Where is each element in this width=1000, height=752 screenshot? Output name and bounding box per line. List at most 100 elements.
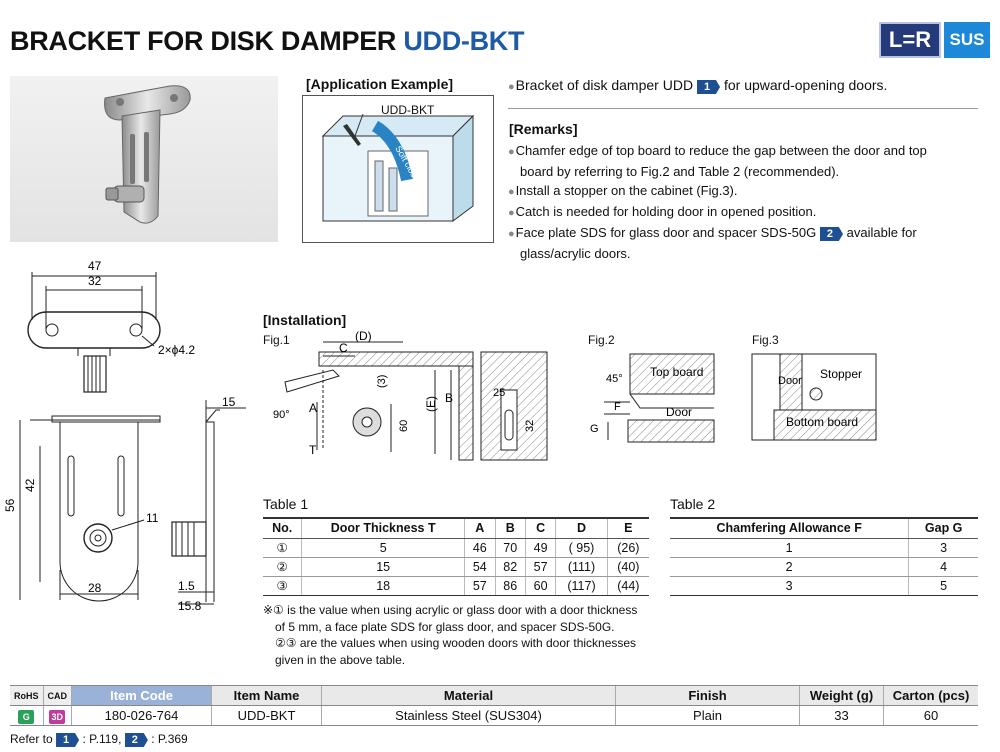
refer-page: : P.119, xyxy=(82,732,122,746)
col-header: B xyxy=(494,517,526,539)
dim-c: C xyxy=(339,341,348,355)
remark-item: ●Install a stopper on the cabinet (Fig.3… xyxy=(508,181,980,202)
bullet-icon: ● xyxy=(508,207,515,219)
dim-15: 15 xyxy=(222,395,236,409)
cell: 57 xyxy=(524,557,556,577)
rohs-icon: G xyxy=(18,709,35,724)
fig2-drawing: 45° Top board F G Door xyxy=(590,353,715,443)
dim-25: 25 xyxy=(493,387,505,399)
cell: ① xyxy=(263,538,302,558)
cell: 5 xyxy=(301,538,465,558)
bullet-icon: ● xyxy=(508,228,515,240)
note-line: ※① is the value when using acrylic or gl… xyxy=(263,603,638,617)
intro-line: ●Bracket of disk damper UDD 1 for upward… xyxy=(508,76,887,97)
sus-badge: SUS xyxy=(944,22,990,58)
col-header: C xyxy=(524,517,556,539)
cell: 18 xyxy=(301,576,465,596)
cell: (44) xyxy=(606,576,649,596)
dim-32-fig1: 32 xyxy=(524,420,536,432)
refer-line: Refer to 1 : P.119, 2 : P.369 xyxy=(10,732,188,747)
note-line: given in the above table. xyxy=(275,652,406,667)
table2-header-row: Chamfering Allowance F Gap G xyxy=(670,517,978,539)
fig1-label: Fig.1 xyxy=(263,333,290,347)
fig2-angle: 45° xyxy=(606,373,623,385)
lr-badge: L=R xyxy=(879,22,941,58)
col-header: Chamfering Allowance F xyxy=(670,517,909,539)
remark-text: Install a stopper on the cabinet (Fig.3)… xyxy=(515,183,738,198)
col-header: E xyxy=(606,517,649,539)
remarks-list: ●Chamfer edge of top board to reduce the… xyxy=(508,141,980,263)
item-name-header: Item Name xyxy=(211,685,322,706)
intro-text: Bracket of disk damper UDD xyxy=(515,77,694,93)
dim-a: A xyxy=(309,401,317,415)
finish-cell: Plain xyxy=(615,705,800,726)
remark-item: ●Catch is needed for holding door in ope… xyxy=(508,202,980,223)
dim-3: (3) xyxy=(376,375,388,388)
cell: (40) xyxy=(606,557,649,577)
remark-item: ●Face plate SDS for glass door and space… xyxy=(508,223,980,244)
page-ref-badge[interactable]: 1 xyxy=(56,733,80,747)
dim-28: 28 xyxy=(88,581,102,595)
fig2-f: F xyxy=(614,401,621,413)
page-ref-badge[interactable]: 2 xyxy=(819,227,843,241)
col-header: D xyxy=(555,517,608,539)
cell: 1 xyxy=(670,538,909,558)
fig3-drawing: Door Stopper Bottom board xyxy=(751,353,877,441)
fig2-top-board: Top board xyxy=(650,365,703,379)
page-title: BRACKET FOR DISK DAMPER UDD-BKT xyxy=(10,26,525,57)
refer-label: Refer to xyxy=(10,732,53,746)
page-ref-badge[interactable]: 2 xyxy=(124,733,148,747)
cell: 3 xyxy=(670,576,909,596)
cell: 4 xyxy=(908,557,978,577)
table2-title: Table 2 xyxy=(670,496,716,512)
carton-cell: 60 xyxy=(883,705,978,726)
cell: 70 xyxy=(494,538,526,558)
col-header: No. xyxy=(263,517,302,539)
title-main: BRACKET FOR DISK DAMPER xyxy=(10,26,397,56)
cad-cell[interactable]: 3D xyxy=(42,705,72,726)
dim-15-8: 15.8 xyxy=(178,599,202,613)
intro-text-after: for upward-opening doors. xyxy=(723,77,888,93)
cell: 60 xyxy=(524,576,556,596)
cell: 5 xyxy=(908,576,978,596)
col-header: Door Thickness T xyxy=(301,517,465,539)
cell: 15 xyxy=(301,557,465,577)
fig3-label: Fig.3 xyxy=(752,333,779,347)
note-line: of 5 mm, a face plate SDS for glass door… xyxy=(275,619,615,634)
dim-1-5: 1.5 xyxy=(178,579,195,593)
cell: 54 xyxy=(464,557,495,577)
material-header: Material xyxy=(321,685,616,706)
dim-32: 32 xyxy=(88,274,102,288)
page-ref-badge[interactable]: 1 xyxy=(696,80,721,94)
dimension-drawing: 47 32 2×ϕ4.2 15 56 42 11 28 1.5 15.8 xyxy=(3,260,246,613)
bullet-icon: ● xyxy=(508,81,515,93)
rohs-cell: G xyxy=(10,705,43,726)
cell: 57 xyxy=(464,576,495,596)
refer-page: : P.369 xyxy=(151,732,188,746)
rohs-header: RoHS xyxy=(10,685,43,706)
carton-header: Carton (pcs) xyxy=(883,685,978,706)
remark-item: ●Chamfer edge of top board to reduce the… xyxy=(508,141,980,162)
dim-56: 56 xyxy=(3,498,17,512)
item-code-cell: 180-026-764 xyxy=(71,705,212,726)
cell: (111) xyxy=(555,557,608,577)
col-header: A xyxy=(464,517,495,539)
cell: 3 xyxy=(908,538,978,558)
dim-b: B xyxy=(445,391,453,405)
installation-title: [Installation] xyxy=(263,312,347,328)
angle-90: 90° xyxy=(273,409,290,421)
remark-item-cont: board by referring to Fig.2 and Table 2 … xyxy=(508,162,980,181)
fig2-g: G xyxy=(590,423,599,435)
fig2-door: Door xyxy=(666,405,692,419)
cad-header: CAD xyxy=(42,685,72,706)
cad-3d-icon[interactable]: 3D xyxy=(49,709,66,724)
remark-text: glass/acrylic doors. xyxy=(520,246,631,261)
cell: (26) xyxy=(606,538,649,558)
item-header-row: RoHS CAD Item Code Item Name Material Fi… xyxy=(10,685,978,706)
dim-t: T xyxy=(309,443,317,457)
